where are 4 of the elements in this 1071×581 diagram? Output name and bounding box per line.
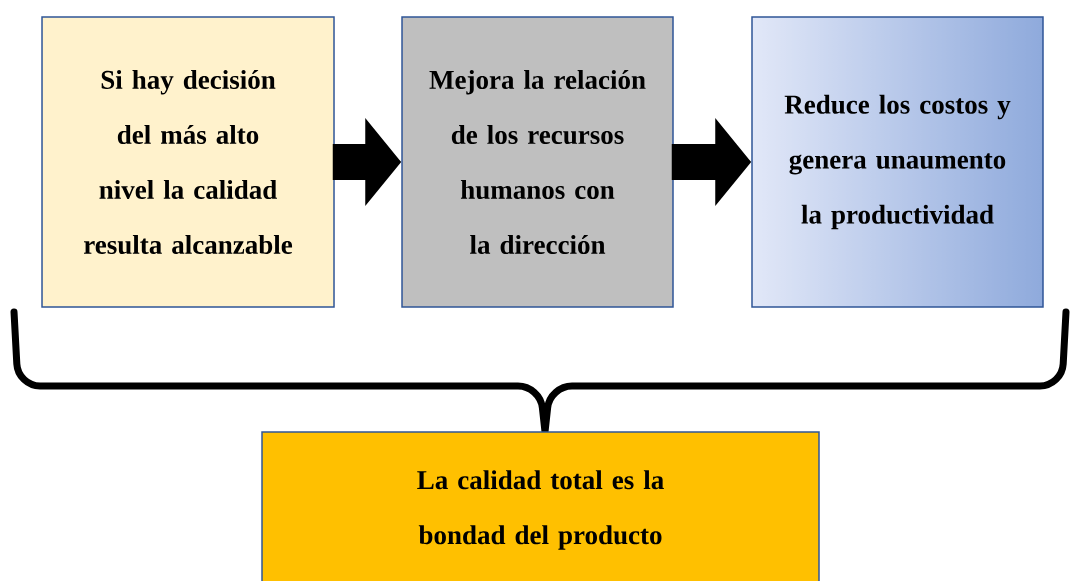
text-box: La calidad total es la bondad del producto [261, 431, 820, 581]
text-box: Mejora la relación de los recursos humanos con la dirección [401, 16, 674, 308]
text-box: Reduce los costos y genera unaumento la productividad [751, 16, 1044, 308]
text-box: Si hay decisión del más alto nivel la calidad resulta alcanzable [41, 16, 335, 308]
